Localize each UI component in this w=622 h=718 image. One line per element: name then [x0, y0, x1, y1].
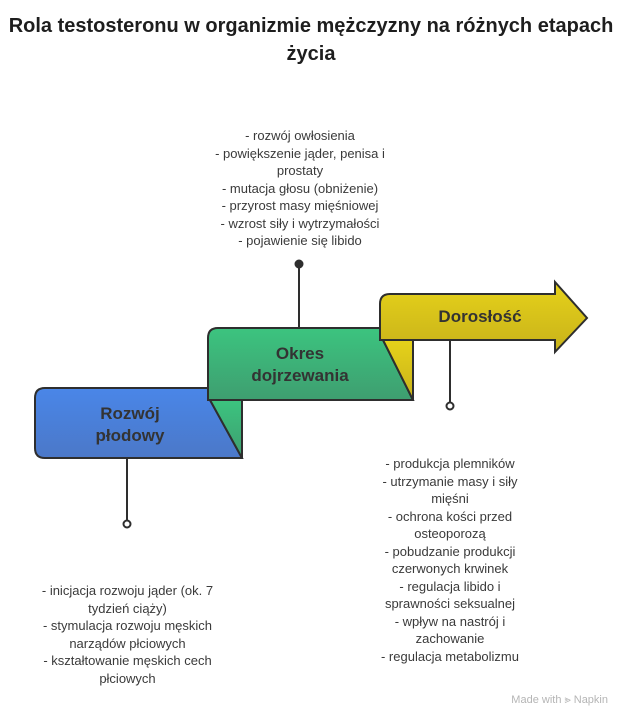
label-line: płodowy — [95, 426, 165, 445]
detail-line: - utrzymanie masy i siły — [382, 473, 518, 489]
detail-line: - mutacja głosu (obniżenie) — [221, 180, 379, 196]
detail-line: - produkcja plemników — [385, 456, 515, 471]
detail-line: - regulacja libido i — [399, 578, 501, 594]
stage-shape-doroslosc — [379, 279, 589, 355]
connector-dot-1 — [122, 519, 132, 529]
detail-line: sprawności seksualnej — [384, 596, 516, 611]
label-line: Dorosłość — [438, 307, 522, 326]
detail-line: prostaty — [276, 163, 324, 178]
detail-line: płciowych — [99, 670, 156, 686]
detail-line: - regulacja metabolizmu — [380, 648, 519, 664]
stage-details-rozwoj-plodowy: - inicjacja rozwoju jąder (ok. 7 tydzień … — [15, 582, 240, 687]
made-with-napkin-footer: Made with ⪢ Napkin — [511, 694, 608, 706]
detail-line: - pojawienie się libido — [238, 233, 362, 248]
detail-line: czerwonych krwinek — [391, 561, 509, 576]
detail-line: - przyrost masy mięśniowej — [221, 198, 379, 213]
stage-shape-rozwoj-plodowy — [34, 387, 244, 459]
diagram-title: Rola testosteronu w organizmie mężczyzny… — [8, 15, 614, 65]
connector-dot-3 — [445, 401, 455, 411]
detail-line: - pobudzanie produkcji — [384, 543, 516, 559]
label-line: dojrzewania — [251, 366, 349, 385]
stage-label-okres-dojrzewania: Okres dojrzewania — [230, 343, 370, 387]
stage-details-okres-dojrzewania: - rozwój owłosienia - powiększenie jąder,… — [190, 127, 410, 250]
label-line: Rozwój — [100, 404, 160, 423]
detail-line: - kształtowanie męskich cech — [43, 653, 212, 668]
detail-line: tydzień ciąży) — [88, 600, 167, 616]
detail-line: - rozwój owłosienia — [245, 128, 355, 143]
detail-line: - inicjacja rozwoju jąder (ok. 7 — [41, 583, 214, 598]
label-line: Okres — [275, 344, 325, 363]
stage-label-rozwoj-plodowy: Rozwój płodowy — [60, 403, 200, 447]
detail-line: - ochrona kości przed — [387, 508, 513, 524]
stage-label-doroslosc: Dorosłość — [410, 306, 550, 328]
detail-line: - wpływ na nastrój i — [394, 613, 506, 629]
detail-line: - stymulacja rozwoju męskich — [42, 618, 213, 633]
detail-line: mięśni — [431, 491, 469, 506]
stage-details-doroslosc: - produkcja plemników - utrzymanie masy i… — [340, 455, 560, 665]
detail-line: osteoporozą — [414, 526, 486, 541]
detail-line: - powiększenie jąder, penisa i — [215, 145, 385, 161]
connector-dot-2 — [294, 259, 304, 269]
detail-line: narządów płciowych — [69, 635, 186, 651]
detail-line: zachowanie — [415, 631, 485, 646]
detail-line: - wzrost siły i wytrzymałości — [220, 215, 380, 231]
